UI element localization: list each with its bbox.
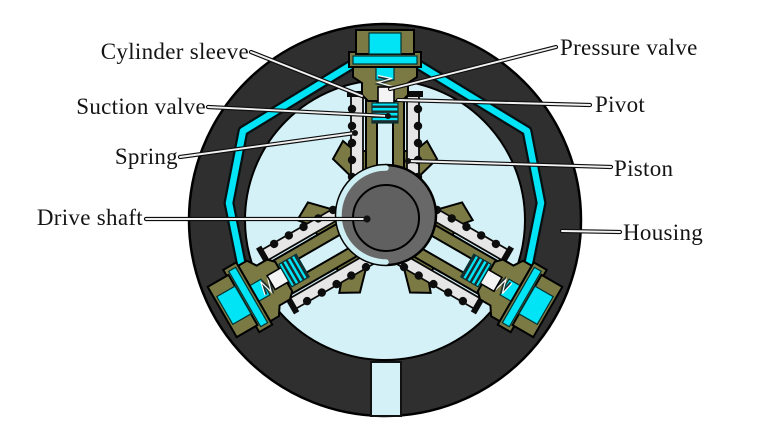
- label-suction-valve: Suction valve: [76, 94, 206, 119]
- label-housing: Housing: [623, 220, 704, 245]
- leader-suction-valve: [207, 106, 389, 117]
- label-drive-shaft: Drive shaft: [36, 205, 143, 230]
- label-pivot: Pivot: [595, 92, 646, 117]
- label-cylinder-sleeve: Cylinder sleeve: [100, 39, 249, 64]
- leader-spring: [179, 132, 356, 158]
- housing-port: [370, 361, 402, 417]
- label-pressure-valve: Pressure valve: [560, 35, 698, 60]
- leader-housing: [561, 230, 621, 233]
- label-spring: Spring: [114, 144, 178, 169]
- fluid-channel-right: [410, 58, 545, 296]
- cam-slipper-ring: [336, 165, 389, 265]
- leader-piston: [407, 160, 612, 168]
- leader-pivot: [397, 99, 591, 106]
- label-piston: Piston: [614, 156, 674, 181]
- fluid-channel-left: [225, 58, 360, 296]
- leader-pressure-valve: [389, 46, 557, 90]
- leader-cylinder-sleeve: [250, 51, 363, 97]
- leader-lines: [143, 44, 623, 235]
